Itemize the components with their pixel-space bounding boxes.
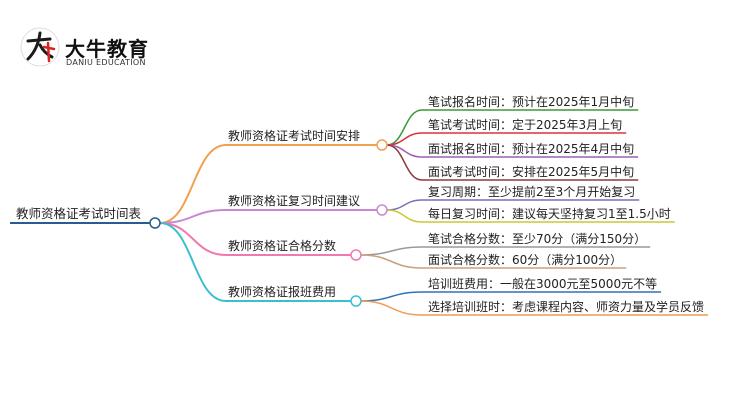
leaf-link: [386, 199, 423, 211]
branch-label: 教师资格证报班费用: [228, 284, 336, 299]
leaf-link: [386, 144, 423, 181]
branch-link: [159, 222, 227, 256]
branch-label: 教师资格证复习时间建议: [228, 193, 360, 208]
branch-link: [159, 222, 227, 302]
leaf-label: 每日复习时间：建议每天坚持复习1至1.5小时: [428, 206, 671, 221]
leaf-label: 面试报名时间：预计在2025年4月中旬: [428, 141, 634, 156]
leaf-label: 面试合格分数：60分（满分100分）: [428, 252, 622, 267]
leaf-link: [360, 300, 423, 316]
logo-mark-icon: [20, 27, 60, 67]
leaf-label: 笔试考试时间：定于2025年3月上旬: [428, 117, 622, 132]
leaf-link: [360, 254, 423, 269]
leaf-label: 笔试合格分数：至少70分（满分150分）: [428, 231, 646, 246]
root-label: 教师资格证考试时间表: [16, 206, 142, 221]
branch-link: [159, 144, 227, 224]
branch-node-circle: [350, 249, 362, 261]
root-node-circle: [149, 217, 161, 229]
leaf-link: [360, 246, 423, 256]
leaf-label: 培训班费用：一般在3000元至5000元不等: [428, 276, 657, 291]
branch-label: 教师资格证考试时间安排: [228, 128, 360, 143]
branch-node-circle: [350, 295, 362, 307]
branch-node-circle: [376, 204, 388, 216]
leaf-link: [360, 291, 423, 302]
brand-name: 大牛教育: [65, 37, 149, 61]
leaf-label: 复习周期：至少提前2至3个月开始复习: [428, 184, 635, 199]
brand-logo: 大牛教育 DANIU EDUCATION: [20, 27, 170, 71]
brand-name-en: DANIU EDUCATION: [66, 58, 146, 67]
branch-label: 教师资格证合格分数: [228, 238, 336, 253]
leaf-label: 选择培训班时：考虑课程内容、师资力量及学员反馈: [428, 299, 704, 314]
leaf-link: [386, 209, 423, 223]
leaf-label: 面试考试时间：安排在2025年5月中旬: [428, 164, 634, 179]
branch-link: [159, 209, 227, 224]
branch-node-circle: [376, 139, 388, 151]
leaf-label: 笔试报名时间：预计在2025年1月中旬: [428, 94, 634, 109]
mindmap-nodes: 教师资格证考试时间表 教师资格证考试时间安排 笔试报名时间：预计在2025年1月中旬…: [16, 94, 704, 314]
mindmap-links: [10, 109, 709, 316]
